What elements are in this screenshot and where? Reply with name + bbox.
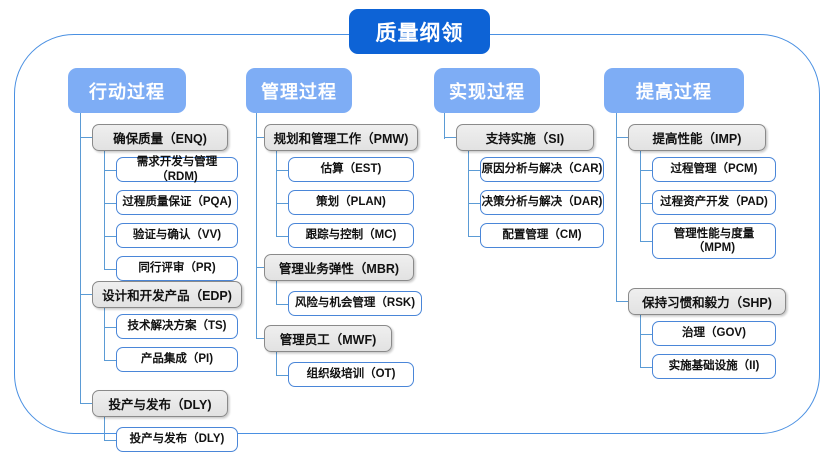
connector-stub-pad: [640, 203, 652, 205]
leaf-box-dar[interactable]: 决策分析与解决（DAR): [480, 190, 604, 215]
group-box-pmw[interactable]: 规划和管理工作（PMW): [264, 124, 418, 151]
column-header-action-process[interactable]: 行动过程: [68, 68, 186, 113]
connector-stub-ts: [104, 327, 116, 329]
connector-trunk-col1: [80, 113, 82, 403]
diagram-title: 质量纲领: [349, 9, 490, 54]
connector-stub-rdm: [104, 170, 116, 172]
leaf-box-pcm[interactable]: 过程管理（PCM): [652, 157, 776, 182]
group-box-edp[interactable]: 设计和开发产品（EDP): [92, 281, 242, 308]
connector-stub-col2-g1: [256, 137, 264, 139]
connector-stub-pcm: [640, 170, 652, 172]
connector-stub-col2-g2: [256, 267, 264, 269]
connector-trunk-col4: [616, 113, 618, 301]
connector-stub-pr: [104, 269, 116, 271]
connector-subtrunk-enq: [104, 151, 106, 269]
connector-stub-mpm: [640, 241, 652, 243]
leaf-box-mpm[interactable]: 管理性能与度量 （MPM): [652, 223, 776, 259]
group-box-mwf[interactable]: 管理员工（MWF): [264, 325, 392, 352]
connector-stub-plan: [276, 203, 288, 205]
connector-stub-ot: [276, 375, 288, 377]
leaf-box-cm[interactable]: 配置管理（CM): [480, 223, 604, 248]
leaf-box-pr[interactable]: 同行评审（PR): [116, 256, 238, 281]
leaf-box-pqa[interactable]: 过程质量保证（PQA): [116, 190, 238, 215]
group-box-enq[interactable]: 确保质量（ENQ): [92, 124, 228, 151]
leaf-box-plan[interactable]: 策划（PLAN): [288, 190, 414, 215]
connector-stub-dly-leaf: [104, 440, 116, 442]
connector-stub-col1-g3: [80, 403, 92, 405]
leaf-box-gov[interactable]: 治理（GOV): [652, 321, 776, 346]
leaf-box-dly[interactable]: 投产与发布（DLY): [116, 427, 238, 452]
leaf-box-pi[interactable]: 产品集成（PI): [116, 347, 238, 372]
leaf-box-ii[interactable]: 实施基础设施（II): [652, 354, 776, 379]
connector-stub-col1-g2: [80, 294, 92, 296]
group-box-si[interactable]: 支持实施（SI): [456, 124, 594, 151]
leaf-box-pad[interactable]: 过程资产开发（PAD): [652, 190, 776, 215]
leaf-box-vv[interactable]: 验证与确认（VV): [116, 223, 238, 248]
connector-stub-est: [276, 170, 288, 172]
leaf-box-mc[interactable]: 跟踪与控制（MC): [288, 223, 414, 248]
group-box-dly[interactable]: 投产与发布（DLY): [92, 390, 228, 417]
connector-subtrunk-imp: [640, 151, 642, 241]
connector-subtrunk-dly: [104, 417, 106, 440]
group-box-imp[interactable]: 提高性能（IMP): [628, 124, 766, 151]
connector-stub-pqa: [104, 203, 116, 205]
connector-subtrunk-edp: [104, 308, 106, 360]
leaf-box-ot[interactable]: 组织级培训（OT): [288, 362, 414, 387]
connector-stub-col4-g1: [616, 137, 628, 139]
connector-stub-col1-g1: [80, 137, 92, 139]
connector-stub-car: [468, 170, 480, 172]
connector-subtrunk-shp: [640, 315, 642, 367]
leaf-box-ts[interactable]: 技术解决方案（TS): [116, 314, 238, 339]
leaf-box-est[interactable]: 估算（EST): [288, 157, 414, 182]
connector-stub-mc: [276, 236, 288, 238]
column-header-management-process[interactable]: 管理过程: [246, 68, 352, 113]
connector-trunk-col2: [256, 113, 258, 338]
column-header-implementation-process[interactable]: 实现过程: [434, 68, 540, 113]
connector-subtrunk-pmw: [276, 151, 278, 236]
leaf-box-rsk[interactable]: 风险与机会管理（RSK): [288, 291, 422, 316]
connector-stub-pi: [104, 360, 116, 362]
group-box-shp[interactable]: 保持习惯和毅力（SHP): [628, 288, 786, 315]
column-header-improvement-process[interactable]: 提高过程: [604, 68, 744, 113]
connector-stub-col3-g1: [444, 137, 456, 139]
connector-stub-col2-g3: [256, 338, 264, 340]
connector-stub-gov: [640, 334, 652, 336]
connector-stub-dar: [468, 203, 480, 205]
leaf-box-car[interactable]: 原因分析与解决（CAR): [480, 157, 604, 182]
connector-subtrunk-mwf: [276, 352, 278, 375]
connector-stub-col4-g2: [616, 301, 628, 303]
connector-stub-rsk: [276, 304, 288, 306]
connector-stub-vv: [104, 236, 116, 238]
connector-subtrunk-si: [468, 151, 470, 236]
connector-subtrunk-mbr: [276, 281, 278, 304]
connector-stub-ii: [640, 367, 652, 369]
leaf-box-rdm[interactable]: 需求开发与管理（RDM): [116, 156, 238, 183]
connector-stub-cm: [468, 236, 480, 238]
connector-trunk-col3: [444, 113, 446, 139]
group-box-mbr[interactable]: 管理业务弹性（MBR): [264, 254, 414, 281]
